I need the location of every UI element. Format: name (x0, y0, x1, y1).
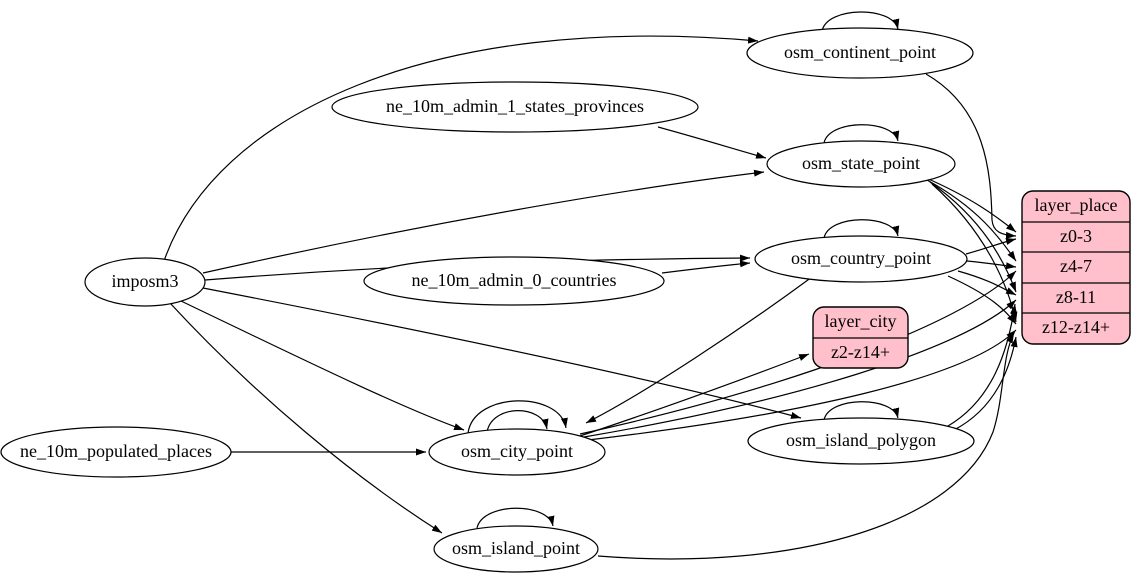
edge-ne_10m_admin_1_states_provinces-osm_state_point (657, 126, 767, 159)
node-imposm3: imposm3 (84, 257, 206, 307)
self-loop-osm_island_point (476, 507, 555, 529)
layer_place-row-z8-11: z8-11 (1056, 287, 1096, 307)
node-osm_continent_point: osm_continent_point (746, 27, 974, 79)
node-ne_10m_admin_1_states_provinces: ne_10m_admin_1_states_provinces (331, 81, 699, 133)
node-osm_island_polygon-label: osm_island_polygon (786, 430, 936, 450)
edge-osm_city_point-layer_place_z4-7 (579, 270, 1017, 435)
edge-osm_island_polygon-layer_place_z12-z14 (953, 336, 1018, 431)
node-osm_country_point-shape (754, 235, 968, 283)
node-osm_island_polygon-shape (747, 417, 975, 465)
layer_city-title: layer_city (825, 311, 897, 331)
edge-osm_country_point-layer_place_z0-3 (965, 238, 1017, 255)
node-layer_city: layer_city z2-z14+ (812, 306, 909, 369)
edge-imposm3-osm_city_point (180, 300, 465, 431)
node-osm_state_point: osm_state_point (766, 140, 956, 188)
edge-imposm3-osm_state_point (202, 169, 765, 274)
layer_place-title: layer_place (1035, 195, 1118, 215)
edge-osm_island_polygon-layer_place_z8-11 (947, 303, 1018, 427)
layer_place-row-z4-7: z4-7 (1060, 256, 1092, 276)
node-ne_10m_admin_0_countries: ne_10m_admin_0_countries (363, 256, 665, 306)
node-osm_island_point-label: osm_island_point (452, 538, 580, 558)
self-loop-osm_state_point (823, 124, 900, 144)
node-layer_place-box (1021, 190, 1131, 345)
self-loop-inner-osm_city_point (486, 410, 549, 433)
edge-layer (163, 11, 1018, 560)
node-osm_continent_point-shape (746, 27, 974, 79)
layer_place-row-z0-3: z0-3 (1060, 226, 1092, 246)
node-osm_state_point-shape (766, 140, 956, 188)
edge-osm_country_point-layer_place_z4-7 (966, 260, 1017, 270)
node-osm_city_point: osm_city_point (428, 428, 606, 476)
edge-osm_state_point-layer_place_z8-11 (929, 181, 1017, 293)
self-loop-osm_country_point (823, 219, 900, 239)
edge-osm_country_point-osm_city_point (585, 276, 813, 424)
node-ne_10m_populated_places-shape (0, 426, 232, 478)
node-osm_island_polygon: osm_island_polygon (747, 417, 975, 465)
edge-osm_continent_point-layer_place_z0-3 (925, 73, 1017, 239)
node-ne_10m_populated_places: ne_10m_populated_places (0, 426, 232, 478)
edge-osm_city_point-layer_place_z12-z14 (587, 329, 1017, 441)
node-osm_country_point-label: osm_country_point (791, 248, 931, 268)
node-osm_city_point-shape (428, 428, 606, 476)
edge-osm_island_point-layer_place_z12-z14 (597, 332, 1015, 560)
node-osm_island_point-shape (433, 525, 599, 573)
node-osm_island_point: osm_island_point (433, 525, 599, 573)
edge-osm_state_point-layer_place_z4-7 (926, 179, 1017, 262)
edge-imposm3-osm_island_polygon (202, 287, 802, 419)
edge-osm_city_point-layer_place_z8-11 (583, 299, 1017, 438)
self-loop-osm_continent_point (821, 11, 900, 32)
edge-osm_state_point-layer_place_z0-3 (923, 176, 1017, 233)
self-loop-outer-osm_city_point (467, 400, 568, 434)
node-ne_10m_admin_0_countries-label: ne_10m_admin_0_countries (412, 270, 617, 290)
edge-osm_country_point-layer_place_z8-11 (957, 270, 1017, 296)
edge-ne_10m_admin_0_countries-osm_country_point (661, 260, 751, 274)
layer_place-row-z12-z14: z12-z14+ (1042, 317, 1110, 337)
edge-osm_country_point-layer_place_z12-z14 (947, 275, 1017, 325)
node-osm_state_point-label: osm_state_point (802, 153, 920, 173)
node-ne_10m_admin_1_states_provinces-shape (331, 81, 699, 133)
node-imposm3-label: imposm3 (111, 271, 178, 291)
node-osm_city_point-label: osm_city_point (461, 441, 573, 461)
edge-imposm3-osm_island_point (169, 302, 443, 534)
node-ne_10m_admin_0_countries-shape (363, 256, 665, 306)
node-osm_country_point: osm_country_point (754, 235, 968, 283)
node-ne_10m_populated_places-label: ne_10m_populated_places (20, 441, 212, 461)
node-osm_continent_point-label: osm_continent_point (784, 42, 936, 62)
edge-osm_city_point-layer_city_z2-z14 (573, 353, 810, 439)
self-loop-osm_island_polygon (823, 401, 900, 421)
layer_city-row-z2-z14: z2-z14+ (831, 342, 890, 362)
node-layer_place: layer_place z0-3 z4-7 z8-11 z12-z14+ (1021, 190, 1131, 345)
node-ne_10m_admin_1_states_provinces-label: ne_10m_admin_1_states_provinces (386, 96, 644, 116)
edge-imposm3-osm_continent_point (163, 35, 759, 262)
node-imposm3-shape (84, 257, 206, 307)
